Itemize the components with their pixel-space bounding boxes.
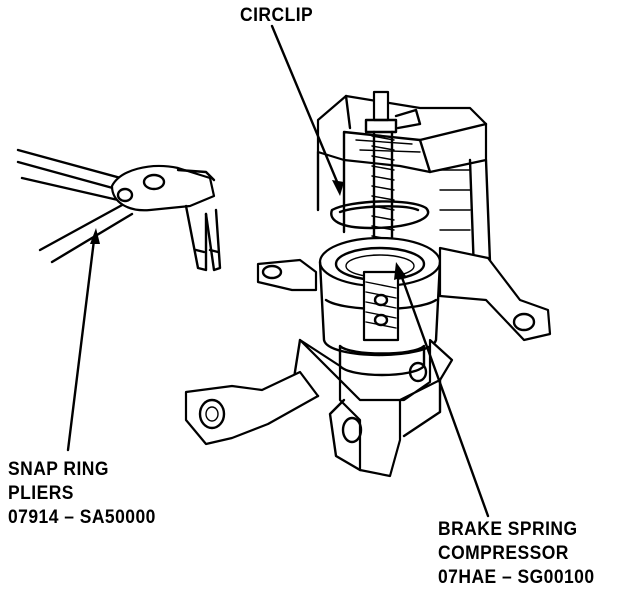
- leader-lines: [66, 24, 490, 518]
- arrow-head-icon: [90, 228, 100, 244]
- compressor-label-line-1: BRAKE SPRING: [438, 519, 578, 540]
- snap-ring-pliers-drawing: [16, 148, 222, 272]
- pliers-part-number: 07914 – SA50000: [8, 507, 156, 528]
- circlip-label-text: CIRCLIP: [240, 5, 314, 26]
- arrow-head-icon: [332, 180, 344, 196]
- knuckle-assembly-drawing: [184, 90, 552, 478]
- circlip-label: CIRCLIP: [240, 4, 313, 28]
- snap-ring-pliers-label: SNAP RING PLIERS 07914 – SA50000: [8, 458, 156, 530]
- brake-spring-compressor-label: BRAKE SPRING COMPRESSOR 07HAE – SG00100: [438, 518, 595, 590]
- arrow-head-icon: [394, 262, 406, 280]
- compressor-label-line-2: COMPRESSOR: [438, 543, 569, 564]
- compressor-part-number: 07HAE – SG00100: [438, 567, 595, 588]
- pliers-label-line-2: PLIERS: [8, 483, 74, 504]
- pliers-label-line-1: SNAP RING: [8, 459, 109, 480]
